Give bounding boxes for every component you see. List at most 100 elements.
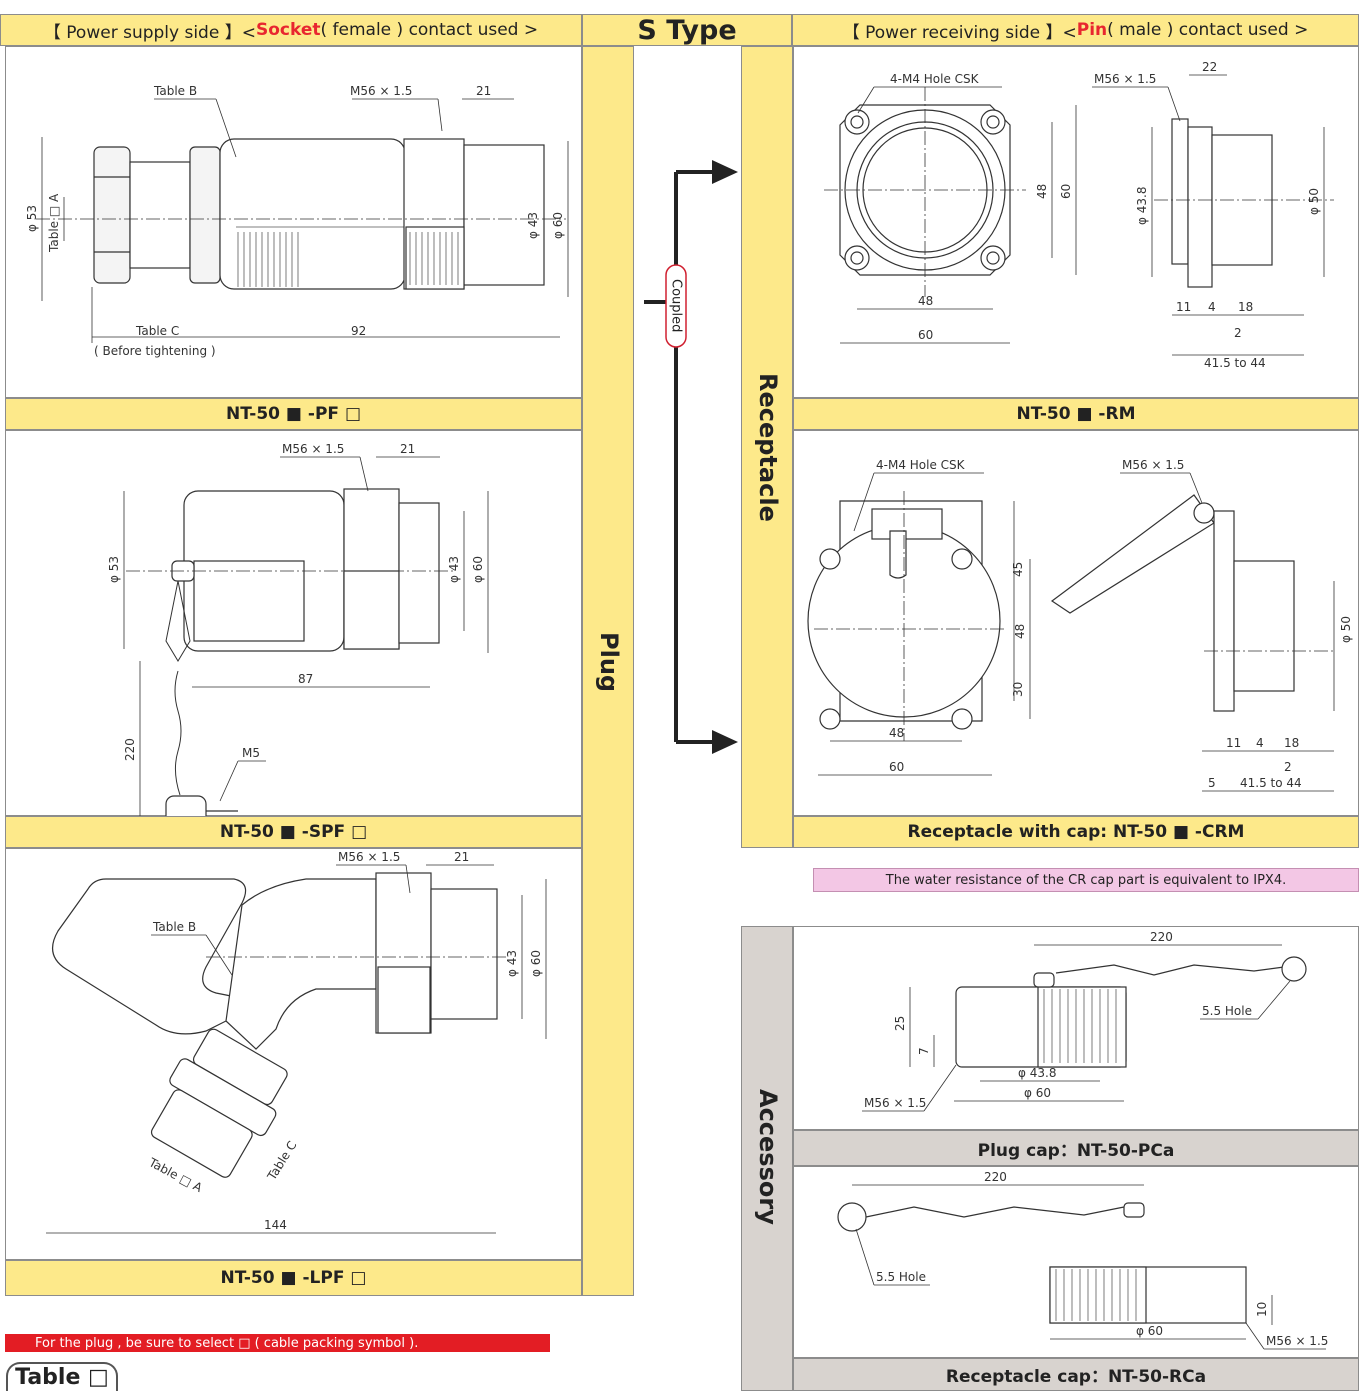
spf-phi43-label: φ 43 [447,556,461,583]
water-note-text: The water resistance of the CR cap part … [885,872,1287,888]
crm-hole-label: 4-M4 Hole CSK [876,458,966,472]
crm-11-label: 11 [1226,736,1241,750]
lpf-caption-text: NT-50 ■ -LPF □ [220,1268,367,1288]
crm-30-label: 30 [1011,682,1025,697]
receptacle-column: Receptacle [741,46,793,848]
spf-220-label: 220 [123,738,137,761]
accessory-vertical-label: Accessory [742,1077,794,1237]
rca-caption-text: Receptacle cap：NT-50-RCa [945,1367,1207,1387]
plug-column: Plug [582,46,634,1296]
crm-18-label: 18 [1284,736,1299,750]
spf-plug-drawing: M56 × 1.5 21 φ 53 φ 43 φ 60 87 220 M5 [107,442,489,825]
rca-drawing-panel: 220 5.5 Hole 10 φ 60 M56 × 1.5 [793,1166,1359,1358]
lpf-caption: NT-50 ■ -LPF □ [5,1260,582,1296]
crm-48h-label: 48 [889,726,904,740]
pf-table-a-label: Table □ A [47,193,61,253]
pf-phi60-label: φ 60 [551,212,565,239]
crm-48v-label: 48 [1013,624,1027,639]
rm-phi50-label: φ 50 [1307,188,1321,215]
crm-caption-text: Receptacle with cap: NT-50 ■ -CRM [907,822,1245,842]
pca-caption: Plug cap：NT-50-PCa [793,1130,1359,1166]
rm-4-label: 4 [1208,300,1216,314]
rca-receptacle-cap-drawing: 220 5.5 Hole 10 φ 60 M56 × 1.5 [837,1170,1328,1350]
rm-2-label: 2 [1234,326,1242,340]
plug-note-text: For the plug , be sure to select □ ( cab… [35,1335,419,1351]
pca-thread-label: M56 × 1.5 [864,1096,926,1110]
rm-phi438-label: φ 43.8 [1135,187,1149,225]
rca-thread-label: M56 × 1.5 [1266,1334,1328,1348]
lpf-21-label: 21 [454,850,469,864]
receiving-side-header: 【 Power receiving side 】< Pin ( male ) c… [792,14,1359,46]
crm-receptacle-drawing: 4-M4 Hole CSK 45 48 30 48 60 M56 × 1.5 φ… [807,458,1353,792]
rm-18-label: 18 [1238,300,1253,314]
spf-phi60-label: φ 60 [471,556,485,583]
pca-phi438-label: φ 43.8 [1018,1066,1056,1080]
pca-plug-cap-drawing: 220 5.5 Hole 25 7 φ 43.8 φ 60 M56 × 1.5 [862,930,1307,1112]
rca-phi60-label: φ 60 [1136,1324,1163,1338]
lpf-drawing-panel: M56 × 1.5 21 Table B φ 43 φ 60 Table □ A… [5,848,582,1260]
crm-phi50-label: φ 50 [1339,616,1353,643]
pca-caption-text: Plug cap：NT-50-PCa [977,1140,1175,1161]
crm-4-label: 4 [1256,736,1264,750]
pf-phi53-label: φ 53 [25,205,39,232]
rm-11-label: 11 [1176,300,1191,314]
rm-range-label: 41.5 to 44 [1204,356,1266,370]
supply-red-word: Socket [255,20,321,40]
water-resistance-note: The water resistance of the CR cap part … [813,868,1359,892]
crm-thread-label: M56 × 1.5 [1122,458,1184,472]
receptacle-vertical-label: Receptacle [742,367,794,527]
pf-92-label: 92 [351,324,366,338]
rm-receptacle-drawing: 4-M4 Hole CSK 48 60 48 60 M56 × 1.5 22 φ… [824,60,1334,370]
pf-caption: NT-50 ■ -PF □ [5,398,582,430]
supply-side-header: 【 Power supply side 】< Socket ( female )… [0,14,582,46]
crm-2-label: 2 [1284,760,1292,774]
coupled-label: Coupled [666,265,686,347]
pf-caption-text: NT-50 ■ -PF □ [225,404,362,424]
pca-drawing-panel: 220 5.5 Hole 25 7 φ 43.8 φ 60 M56 × 1.5 [793,926,1359,1130]
plug-label-text: Plug [595,631,623,693]
receive-suffix: ( male ) contact used > [1107,20,1309,40]
coupled-text: Coupled [668,279,684,333]
pca-phi60-label: φ 60 [1024,1086,1051,1100]
pf-drawing-panel: Table B M56 × 1.5 21 φ 53 Table □ A φ 43… [5,46,582,398]
rca-220-label: 220 [984,1170,1007,1184]
lpf-144-label: 144 [264,1218,287,1232]
accessory-column: Accessory [741,926,793,1391]
pf-phi43-label: φ 43 [526,212,540,239]
rca-caption: Receptacle cap：NT-50-RCa [793,1358,1359,1391]
lpf-thread-label: M56 × 1.5 [338,850,400,864]
spf-phi53-label: φ 53 [107,556,121,583]
spf-21-label: 21 [400,442,415,456]
lpf-phi43-label: φ 43 [505,950,519,977]
rm-22-label: 22 [1202,60,1217,74]
rm-48v-label: 48 [1035,184,1049,199]
table-badge-text: Table □ [15,1365,109,1390]
pca-25-label: 25 [893,1016,907,1031]
lpf-table-c-label: Table C [264,1139,299,1184]
pf-thread-label: M56 × 1.5 [350,84,412,98]
receptacle-label-text: Receptacle [754,372,782,522]
spf-87-label: 87 [298,672,313,686]
spf-caption: NT-50 ■ -SPF □ [5,816,582,848]
pf-before-tightening-label: ( Before tightening ) [94,344,216,358]
supply-prefix: 【 Power supply side 】< [43,22,256,43]
rm-48h-label: 48 [918,294,933,308]
crm-drawing-panel: 4-M4 Hole CSK 45 48 30 48 60 M56 × 1.5 φ… [793,430,1359,816]
crm-caption: Receptacle with cap: NT-50 ■ -CRM [793,816,1359,848]
rm-caption: NT-50 ■ -RM [793,398,1359,430]
pf-plug-drawing: Table B M56 × 1.5 21 φ 53 Table □ A φ 43… [25,84,569,358]
spf-caption-text: NT-50 ■ -SPF □ [219,822,368,842]
supply-suffix: ( female ) contact used > [320,20,539,40]
rm-hole-label: 4-M4 Hole CSK [890,72,980,86]
lpf-plug-drawing: M56 × 1.5 21 Table B φ 43 φ 60 Table □ A… [46,850,547,1234]
pf-table-c-label: Table C [135,324,179,338]
pca-220-label: 220 [1150,930,1173,944]
receive-prefix: 【 Power receiving side 】< [842,22,1077,43]
pf-21-label: 21 [476,84,491,98]
plug-cable-packing-note: For the plug , be sure to select □ ( cab… [5,1334,550,1352]
plug-vertical-label: Plug [583,607,635,717]
pca-hole-label: 5.5 Hole [1202,1004,1252,1018]
lpf-phi60-label: φ 60 [529,950,543,977]
crm-range-label: 41.5 to 44 [1240,776,1302,790]
s-type-header: S Type [582,14,792,46]
